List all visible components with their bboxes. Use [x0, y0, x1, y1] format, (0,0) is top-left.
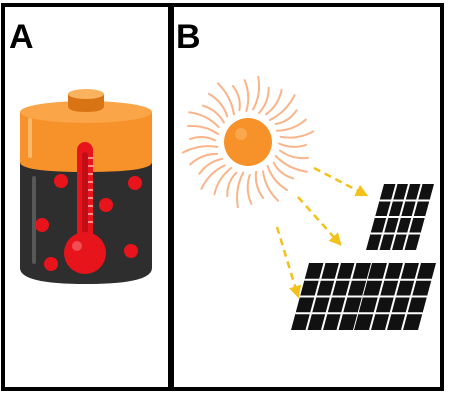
sun-icon — [181, 75, 315, 209]
heat-dot — [44, 257, 58, 271]
light-arrow — [297, 196, 342, 246]
light-arrow — [275, 226, 302, 299]
heat-dot — [128, 176, 142, 190]
light-arrows — [275, 166, 369, 299]
sun-ray — [189, 136, 216, 142]
sun-ray — [279, 130, 315, 139]
thermometer-bulb — [64, 232, 106, 274]
sun-ray — [262, 170, 280, 202]
panel-b-frame — [170, 3, 444, 391]
sun-ray — [231, 85, 241, 112]
sun-ray — [278, 142, 307, 148]
sun-ray — [254, 170, 265, 199]
sun-ray — [181, 145, 219, 154]
heat-dot — [54, 174, 68, 188]
battery-cap — [20, 112, 152, 172]
sun-ray — [252, 75, 261, 111]
sun-ray — [278, 149, 309, 160]
sun-ray — [258, 86, 270, 114]
solar-panel-icon — [354, 262, 436, 331]
sun-ray — [246, 174, 253, 205]
sun-rays — [181, 75, 315, 209]
thermometer-core — [82, 152, 88, 252]
sun-ray — [200, 164, 226, 190]
sun-ray — [266, 165, 289, 192]
sun-ray — [274, 109, 298, 125]
sun-ray — [188, 111, 220, 129]
sun-disc — [224, 118, 272, 166]
sun-ray — [213, 167, 233, 196]
thermometer-icon — [64, 142, 106, 274]
battery-terminal-top — [68, 89, 104, 99]
panel-a-label: A — [9, 18, 34, 56]
sun-ray — [243, 79, 250, 112]
sun-disc-shine — [235, 128, 247, 140]
sun-ray — [189, 152, 219, 166]
light-arrow — [313, 166, 369, 197]
sun-ray — [207, 92, 229, 118]
sun-ray — [272, 161, 295, 180]
solar-panel-icon — [291, 262, 371, 331]
panel-b-label: B — [176, 18, 201, 56]
sun-ray — [226, 171, 238, 198]
sun-ray — [274, 155, 308, 173]
sun-ray — [201, 104, 225, 124]
sun-ray — [264, 88, 283, 116]
thermometer-scale — [88, 157, 93, 223]
heat-dot — [124, 244, 138, 258]
thermometer-bulb-shine — [72, 241, 82, 251]
solar-panels — [291, 183, 436, 331]
battery-terminal — [68, 94, 104, 112]
sun-ray — [198, 157, 223, 175]
heat-dot — [99, 198, 113, 212]
sun-ray — [187, 124, 219, 135]
sun-ray — [216, 82, 235, 116]
heat-dots — [35, 174, 142, 271]
battery-icon — [20, 89, 152, 284]
sun-ray — [275, 118, 307, 132]
sun-ray — [268, 94, 296, 121]
solar-panel-icon — [366, 183, 434, 251]
sun-ray — [236, 171, 245, 209]
heat-dot — [35, 218, 49, 232]
